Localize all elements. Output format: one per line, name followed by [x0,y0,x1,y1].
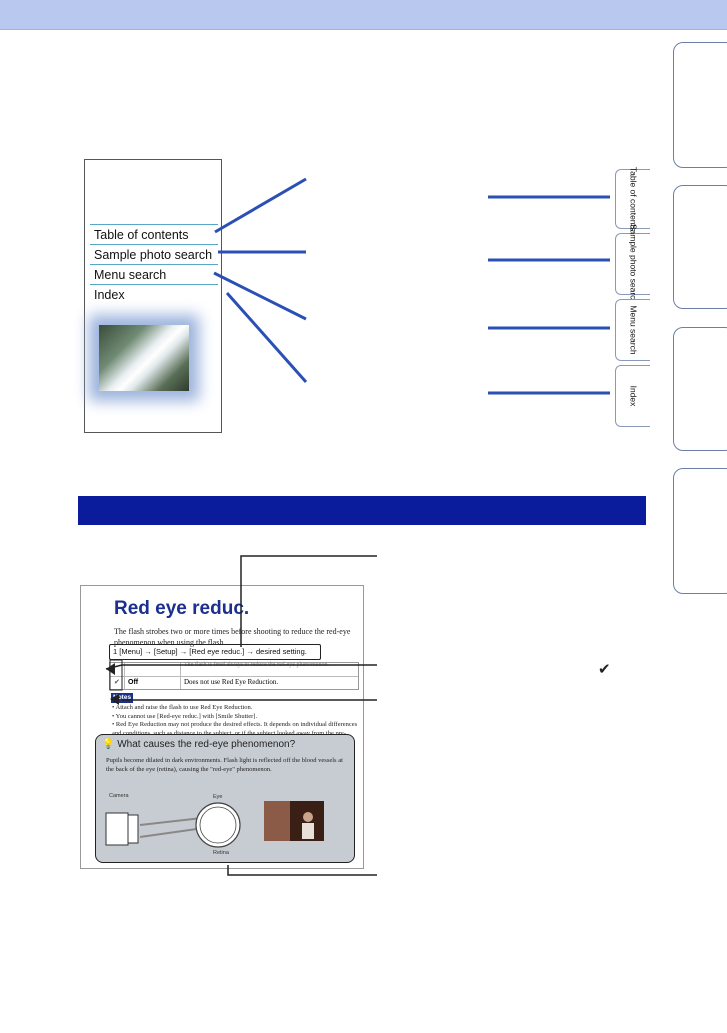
callout-text: Pupils become dilated in dark environmen… [106,757,343,773]
checkmark-icon: ✔ [598,661,611,678]
section-header-bar [78,496,646,525]
right-tab-menu-search[interactable] [673,327,727,451]
table-row: ✔ Off Does not use Red Eye Reduction. [110,676,358,689]
check-icon: ✔ [114,679,120,686]
bulb-icon: 💡 [102,739,115,750]
notes-badge: Notes [111,693,134,703]
page-intro: The flash strobes two or more times befo… [114,627,351,647]
step-text: [Menu] → [Setup] → [Red eye reduc.] → de… [119,647,307,656]
waterfall-photo [99,325,189,391]
side-tab-menu-search[interactable]: Menu search [615,299,650,361]
row-desc: Does not use Red Eye Reduction. [184,678,279,686]
side-tab-photo-search[interactable]: Sample photo search [615,224,650,304]
step-number: 1 [113,647,118,656]
page-title: Red eye reduc. [114,598,250,619]
header-bar [0,0,727,30]
eye-icon [195,802,241,848]
right-tab-photo-search[interactable] [673,185,727,309]
retina-label: Retina [213,850,229,856]
red-eye-callout: 💡 What causes the red-eye phenomenon? Pu… [95,734,355,863]
note-item: • You cannot use [Red-eye reduc.] with [… [112,712,258,720]
device-menu-item: Table of contents [90,224,218,243]
step-box: 1 [Menu] → [Setup] → [Red eye reduc.] → … [109,644,321,660]
side-tab-index[interactable]: Index [615,365,650,427]
right-tab-index[interactable] [673,468,727,594]
device-menu-item: Index [90,284,218,303]
device-illustration: Table of contents Sample photo search Me… [84,159,222,433]
callout-title: 💡 What causes the red-eye phenomenon? [102,739,296,750]
eye-label: Eye [213,794,223,800]
side-tab-contents[interactable]: Table of contents [615,167,650,231]
row-name: Off [128,679,139,686]
camera-label: Camera [109,793,129,799]
manual-page-sample: Red eye reduc. The flash strobes two or … [80,585,364,869]
red-eye-diagram [105,801,324,848]
device-menu-item: Menu search [90,264,218,283]
note-item: • Attach and raise the flash to use Red … [112,704,253,711]
device-menu-item: Sample photo search [90,244,218,263]
right-tab-contents[interactable] [673,42,727,168]
